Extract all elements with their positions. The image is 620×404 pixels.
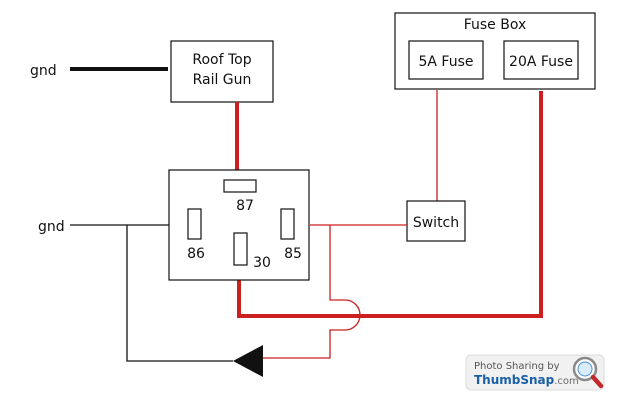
fuse-5a-label: 5A Fuse [418, 54, 473, 70]
wire-85-to-arrow [263, 225, 361, 359]
relay-pin-87 [223, 179, 257, 193]
pin-87-label: 87 [236, 198, 254, 214]
relay-pin-85 [280, 208, 295, 240]
arrow-left-icon [233, 345, 263, 377]
watermark-background [465, 354, 605, 391]
fuse-20a-label: 20A Fuse [509, 54, 573, 70]
gnd-label-top: gnd [30, 63, 57, 79]
watermark-suffix: .com [554, 376, 579, 387]
magnifier-icon [572, 356, 604, 389]
relay-pin-30 [233, 232, 248, 266]
rail-gun-label-line1: Roof Top [192, 52, 251, 68]
gnd-label-left: gnd [38, 219, 65, 235]
watermark-line1: Photo Sharing by [474, 361, 560, 372]
fuse-box-title: Fuse Box [464, 17, 527, 33]
wire-20a-to-relay [237, 91, 543, 318]
pin-86-label: 86 [187, 246, 205, 262]
watermark-brand: ThumbSnap [474, 373, 555, 387]
watermark-brand-line: ThumbSnap.com [474, 373, 579, 387]
rail-gun-label-line2: Rail Gun [193, 72, 252, 88]
switch-box [406, 200, 466, 242]
gnd-wire-down [126, 225, 233, 362]
switch-label: Switch [413, 215, 459, 231]
pin-30-label: 30 [253, 255, 271, 271]
thumbsnap-watermark: Photo Sharing by ThumbSnap.com [465, 354, 605, 391]
fuse-20a-box [503, 40, 579, 80]
rail-gun-box [170, 40, 274, 103]
relay-pin-86 [187, 208, 202, 240]
fuse-5a-box [408, 40, 484, 80]
pin-85-label: 85 [284, 246, 302, 262]
